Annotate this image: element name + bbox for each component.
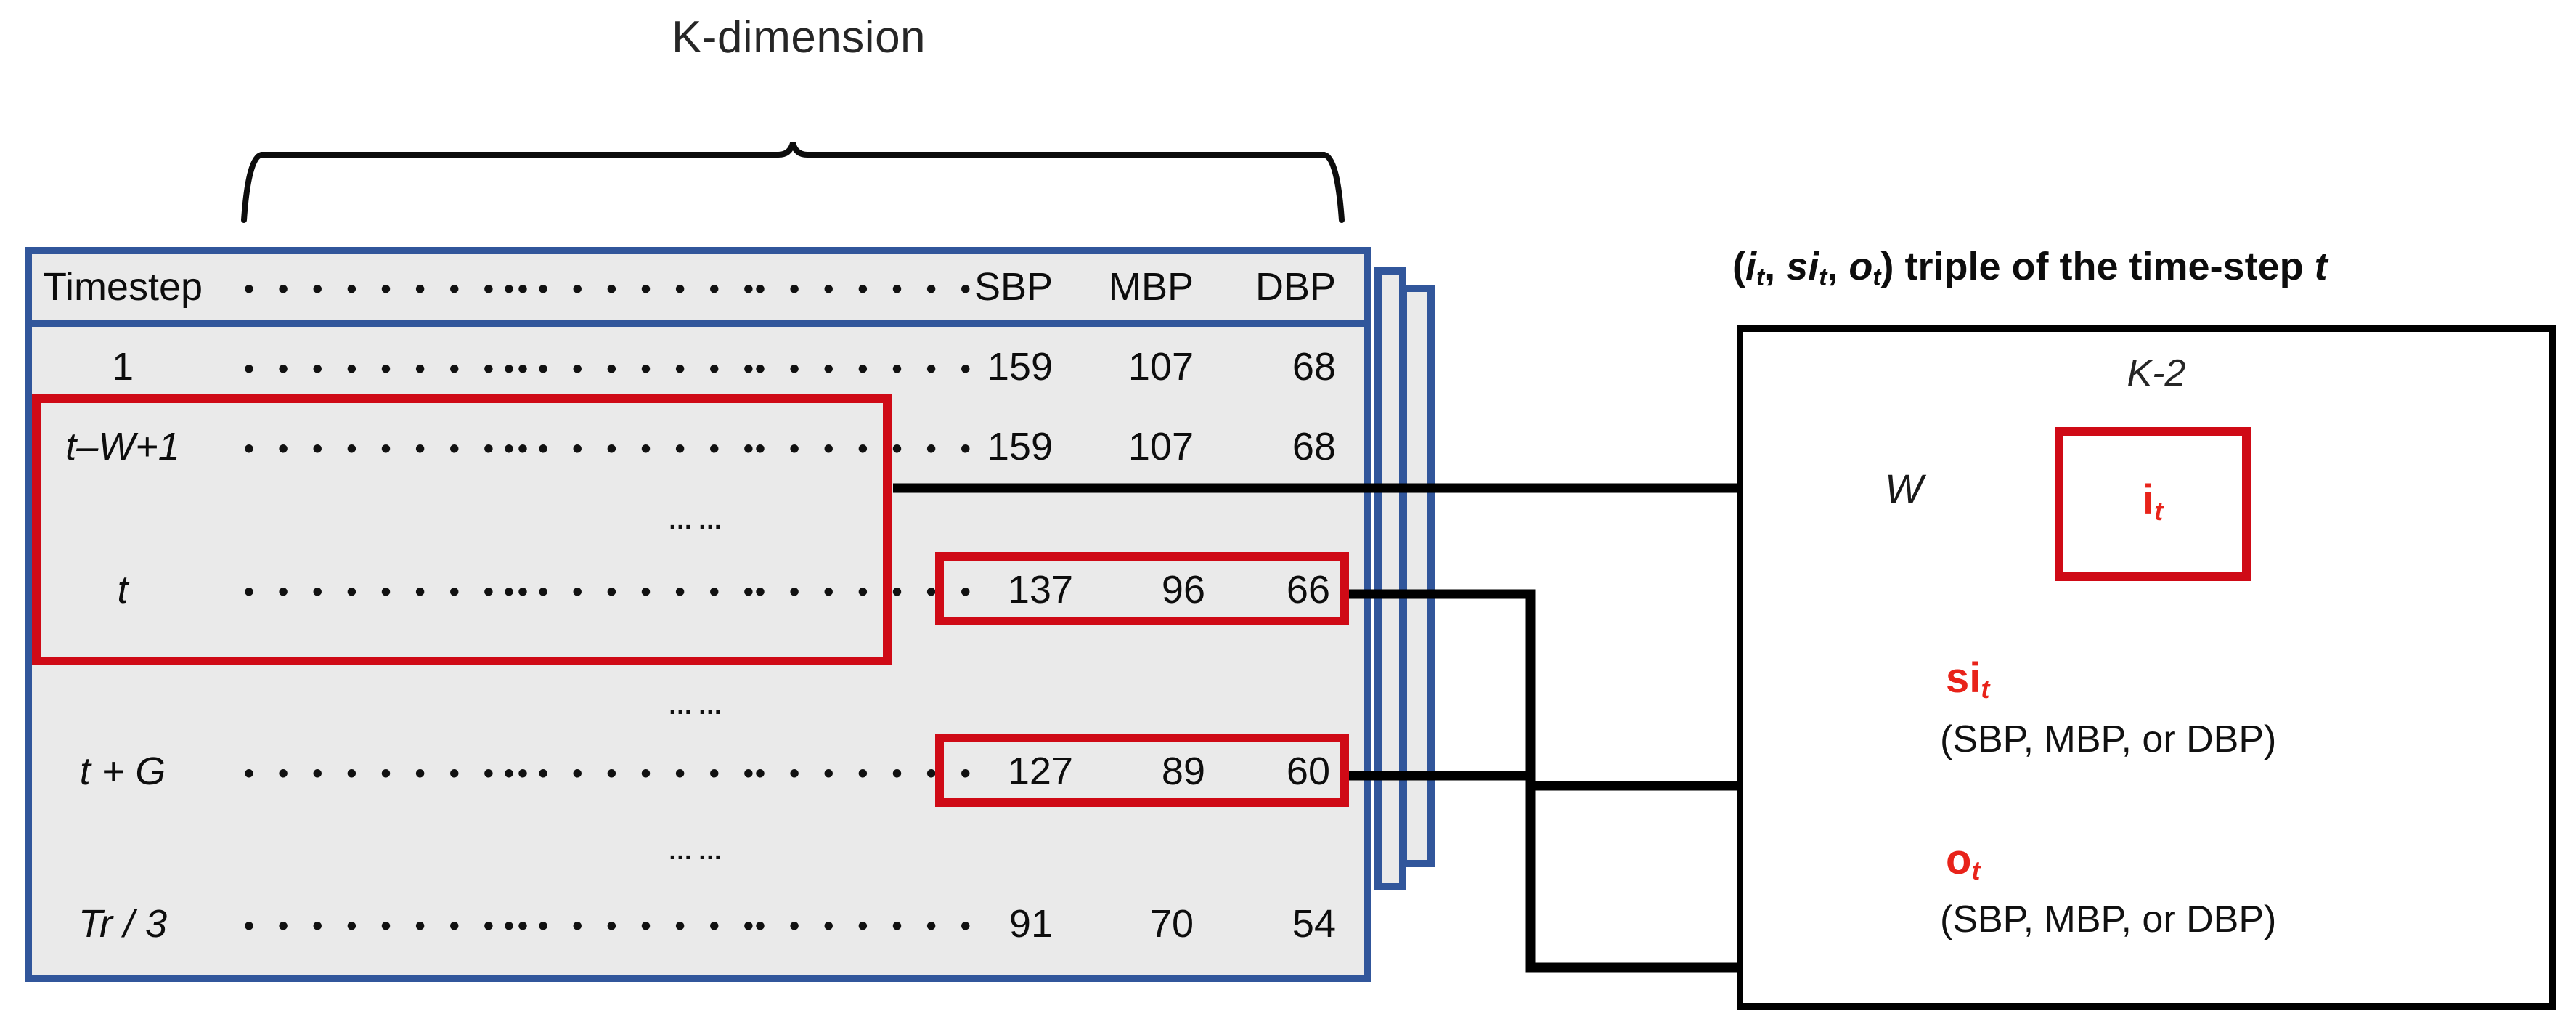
panel-title: (it, sit, ot) triple of the time-step t — [1732, 244, 2567, 291]
si-t-label: sit — [1946, 654, 1989, 705]
row-ellipsis-2: …… — [668, 692, 727, 720]
row-dots-b-5: • • • • • • • • — [504, 910, 762, 942]
triple-panel — [1737, 325, 2556, 1010]
row-label-t: t — [117, 568, 129, 612]
panel-title-o-sub: t — [1872, 264, 1881, 291]
si-t-subscript: t — [1981, 673, 1990, 704]
row-ellipsis-1: …… — [668, 507, 727, 535]
row-dots-c-3: • • • • • • • — [755, 576, 979, 608]
column-header-dots-b: • • • • • • • • — [504, 273, 762, 305]
row-dbp-5: 54 — [1292, 902, 1336, 946]
o-value-highlight-box — [935, 734, 1349, 807]
column-header-mbp: MBP — [1108, 265, 1194, 309]
row-dots-b-3: • • • • • • • • — [504, 576, 762, 608]
column-header-dots-a: • • • • • • • • • — [244, 273, 536, 305]
k-dimension-brace — [241, 142, 1345, 223]
row-dbp-2: 68 — [1292, 425, 1336, 468]
row-mbp-4: 89 — [1161, 750, 1205, 793]
row-sbp-2: 159 — [987, 425, 1053, 468]
i-t-label: it — [2055, 476, 2251, 527]
row-ellipsis-3: …… — [668, 837, 727, 865]
o-t-label: ot — [1946, 835, 1980, 886]
row-label-t-minus-w-plus-1: t–W+1 — [65, 425, 180, 468]
table-header-separator — [32, 320, 1364, 327]
panel-title-i-sub: t — [1756, 264, 1765, 291]
stacked-card-edge-middle — [1374, 267, 1406, 890]
row-mbp-1: 107 — [1128, 345, 1194, 389]
panel-title-t-var: t — [2314, 245, 2328, 288]
row-dots-a-1: • • • • • • • • • — [244, 353, 536, 385]
column-header-timestep: Timestep — [42, 265, 203, 309]
row-sbp-4: 127 — [1007, 750, 1073, 793]
row-label-t-plus-g: t + G — [79, 750, 166, 793]
o-t-symbol: o — [1946, 836, 1972, 883]
row-dots-c-2: • • • • • • • — [755, 433, 979, 465]
row-mbp-2: 107 — [1128, 425, 1194, 468]
row-dots-c-1: • • • • • • • — [755, 353, 979, 385]
i-t-box — [2055, 427, 2251, 581]
row-dots-a-2: • • • • • • • • • — [244, 433, 536, 465]
column-header-dbp: DBP — [1255, 265, 1336, 309]
row-sbp-5: 91 — [1008, 902, 1053, 946]
row-dbp-3: 66 — [1286, 568, 1330, 612]
panel-title-si-sub: t — [1819, 264, 1827, 291]
panel-title-o: o — [1849, 245, 1873, 288]
row-label-tr-over-3: Tr / 3 — [78, 902, 167, 946]
column-header-sbp: SBP — [974, 265, 1053, 309]
row-label-1: 1 — [111, 345, 134, 389]
panel-title-si: si — [1786, 245, 1819, 288]
row-sbp-1: 159 — [987, 345, 1053, 389]
si-t-note: (SBP, MBP, or DBP) — [1940, 718, 2277, 760]
panel-title-comma-1: , — [1764, 245, 1787, 288]
panel-title-paren-open: ( — [1732, 245, 1745, 288]
row-dots-b-1: • • • • • • • • — [504, 353, 762, 385]
panel-title-paren-close: ) — [1880, 245, 1894, 288]
row-dbp-1: 68 — [1292, 345, 1336, 389]
si-t-symbol: si — [1946, 654, 1981, 702]
row-mbp-3: 96 — [1161, 568, 1205, 612]
input-window-highlight-box — [32, 394, 892, 665]
row-dots-a-3: • • • • • • • • • — [244, 576, 536, 608]
column-header-dots-c: • • • • • • • — [755, 273, 979, 305]
o-t-subscript: t — [1971, 855, 1981, 885]
row-mbp-5: 70 — [1149, 902, 1194, 946]
panel-title-comma-2: , — [1827, 245, 1849, 288]
w-label: W — [1885, 466, 1923, 511]
i-t-symbol: i — [2142, 476, 2155, 524]
row-sbp-3: 137 — [1007, 568, 1073, 612]
row-dots-b-4: • • • • • • • • — [504, 758, 762, 789]
row-dots-c-5: • • • • • • • — [755, 910, 979, 942]
row-dots-c-4: • • • • • • • — [755, 758, 979, 789]
k-dimension-label: K-dimension — [671, 12, 926, 62]
row-dots-a-5: • • • • • • • • • — [244, 910, 536, 942]
panel-title-rest: triple of the time-step — [1894, 245, 2315, 288]
row-dots-b-2: • • • • • • • • — [504, 433, 762, 465]
panel-title-i: i — [1745, 245, 1756, 288]
si-value-highlight-box — [935, 552, 1349, 625]
o-t-note: (SBP, MBP, or DBP) — [1940, 898, 2277, 941]
k-minus-2-label: K-2 — [2127, 352, 2186, 394]
i-t-subscript: t — [2154, 495, 2164, 526]
timestep-table — [25, 247, 1371, 982]
row-dbp-4: 60 — [1286, 750, 1330, 793]
row-dots-a-4: • • • • • • • • • — [244, 758, 536, 789]
